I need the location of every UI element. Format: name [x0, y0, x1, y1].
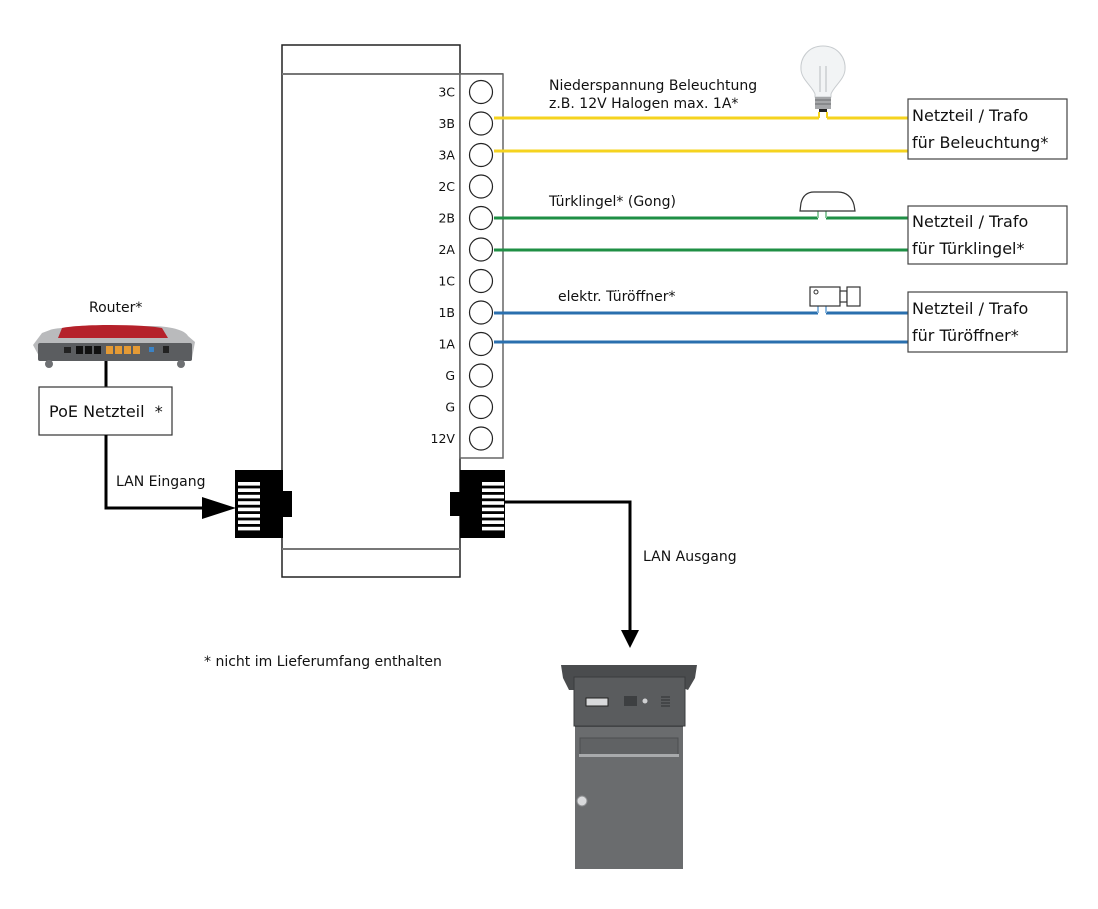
rj45-contact — [238, 488, 260, 492]
terminal-label: 1C — [438, 274, 455, 289]
bell-supply-line2: für Türklingel* — [912, 239, 1024, 258]
terminal-screw — [468, 205, 494, 231]
terminal-label: 3B — [438, 116, 455, 131]
rj45-contact — [482, 520, 504, 524]
poe-supply-box — [38, 386, 173, 436]
terminal: 12V — [431, 426, 494, 451]
rj45-contact — [482, 514, 504, 518]
lighting-supply-box — [907, 98, 1068, 160]
opener-label: elektr. Türöffner* — [558, 289, 676, 305]
terminal-screw — [468, 268, 494, 294]
terminal-screw — [468, 174, 494, 199]
terminal: G — [445, 394, 494, 420]
rj45-contact — [238, 526, 260, 531]
terminal-block — [459, 73, 504, 459]
lighting-label-line1: Niederspannung Beleuchtung — [549, 78, 757, 94]
terminal-screw — [468, 426, 494, 451]
poe-supply-label: PoE Netzteil * — [49, 402, 163, 421]
lan-in-label: LAN Eingang — [116, 474, 205, 490]
terminal: 3A — [438, 142, 494, 168]
rj45-contact — [482, 494, 504, 499]
terminal: 3B — [438, 111, 494, 136]
terminal: 1C — [438, 268, 494, 294]
terminal: 2A — [438, 237, 494, 262]
rj45-contact — [482, 507, 504, 512]
bell-label: Türklingel* (Gong) — [548, 194, 676, 210]
rj45-contact — [482, 488, 504, 492]
router-group: Router* PoE Netzteil * — [33, 300, 195, 436]
terminal-label: 1B — [438, 305, 455, 320]
rj45-port-out-icon — [450, 470, 505, 538]
terminal-label: G — [445, 400, 455, 415]
terminal-label: 3A — [438, 148, 455, 163]
terminal-screw — [468, 394, 494, 420]
light-bulb-icon — [800, 45, 846, 112]
controller-housing — [281, 44, 504, 578]
lan-out-cable — [505, 500, 632, 630]
opener-supply-line1: Netzteil / Trafo — [912, 299, 1028, 318]
terminal-screw — [468, 111, 494, 136]
terminal-label: 2C — [438, 179, 455, 194]
rj45-contact — [238, 482, 260, 486]
rj45-port-in-icon — [235, 470, 292, 538]
lighting-circuit: Niederspannung Beleuchtung z.B. 12V Halo… — [494, 45, 1068, 160]
gong-icon — [799, 191, 856, 212]
rj45-contact — [238, 520, 260, 524]
opener-supply-line2: für Türöffner* — [912, 326, 1019, 345]
router-label: Router* — [89, 300, 142, 316]
terminal-screw — [468, 237, 494, 262]
mailbox-intercom-icon — [561, 665, 697, 869]
footnote: * nicht im Lieferumfang enthalten — [204, 654, 442, 670]
terminal-screw — [468, 331, 494, 357]
terminal: 1B — [438, 300, 494, 325]
lan-out-label: LAN Ausgang — [643, 549, 737, 565]
terminal: 2C — [438, 174, 494, 199]
rj45-contact — [238, 494, 260, 499]
rj45-contact — [238, 514, 260, 518]
lan-out-arrow — [621, 630, 639, 648]
terminal-screw — [468, 363, 494, 388]
opener-circuit: elektr. Türöffner* Netzteil / Trafo für … — [494, 286, 1068, 353]
router-icon — [33, 325, 195, 368]
terminal-label: 1A — [438, 337, 455, 352]
terminal-screw — [468, 142, 494, 168]
terminal-label: 2A — [438, 242, 455, 257]
opener-supply-box — [907, 291, 1068, 353]
rj45-contact — [238, 507, 260, 512]
bell-supply-box — [907, 205, 1068, 265]
rj45-contact — [238, 501, 260, 505]
lighting-label-line2: z.B. 12V Halogen max. 1A* — [549, 96, 738, 112]
bell-circuit: Türklingel* (Gong) Netzteil / Trafo für … — [494, 191, 1068, 265]
terminal-list: 3C 3B 3A 2C 2B 2A 1C 1B 1A G G 12V — [431, 79, 494, 451]
controller-body — [281, 44, 461, 578]
terminal-screw — [468, 300, 494, 325]
lan-in-arrow — [202, 497, 236, 519]
lan-out: LAN Ausgang — [450, 470, 737, 648]
lighting-supply-line2: für Beleuchtung* — [912, 133, 1048, 152]
terminal: 3C — [438, 79, 494, 105]
terminal-label: 3C — [438, 85, 455, 100]
terminal: 2B — [438, 205, 494, 231]
rj45-contact — [482, 501, 504, 505]
terminal-label: 2B — [438, 211, 455, 226]
terminal-label: G — [445, 368, 455, 383]
bell-supply-line1: Netzteil / Trafo — [912, 212, 1028, 231]
terminal: G — [445, 363, 494, 388]
lan-in: LAN Eingang — [104, 435, 292, 538]
door-opener-icon — [809, 286, 861, 307]
terminal: 1A — [438, 331, 494, 357]
terminal-label: 12V — [431, 431, 456, 446]
rj45-contact — [482, 526, 504, 531]
lighting-supply-line1: Netzteil / Trafo — [912, 106, 1028, 125]
terminal-screw — [468, 79, 494, 105]
lan-in-cable — [104, 435, 216, 510]
rj45-contact — [482, 482, 504, 486]
